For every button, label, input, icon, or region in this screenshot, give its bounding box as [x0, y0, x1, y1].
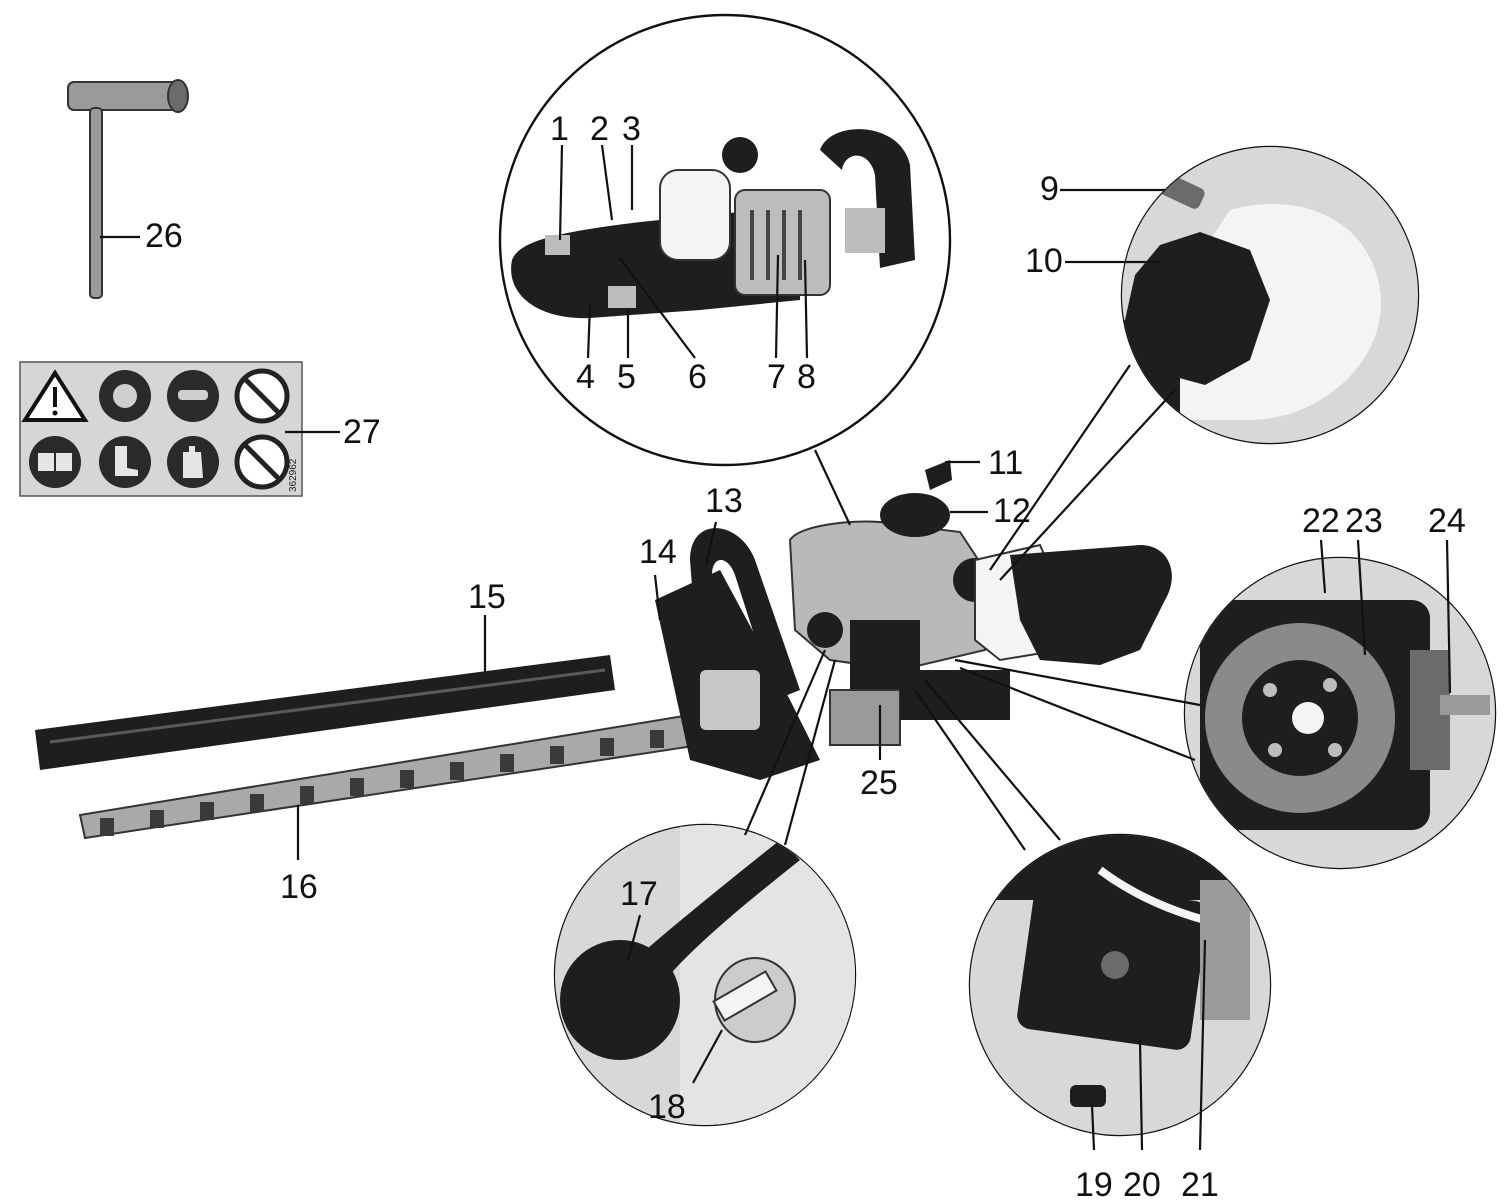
- callout-5: 5: [617, 358, 636, 396]
- callout-23: 23: [1345, 502, 1383, 540]
- callout-25: 25: [860, 764, 898, 802]
- callout-12: 12: [993, 492, 1031, 530]
- callout-1: 1: [550, 110, 569, 148]
- inset-rear-handle: [498, 13, 952, 467]
- callout-22: 22: [1302, 502, 1340, 540]
- callout-16: 16: [280, 868, 318, 906]
- callout-21: 21: [1181, 1166, 1219, 1203]
- callout-24: 24: [1428, 502, 1466, 540]
- callout-20: 20: [1123, 1166, 1161, 1203]
- callout-8: 8: [797, 358, 816, 396]
- callout-14: 14: [639, 533, 677, 571]
- no-rain-icon: [234, 434, 290, 490]
- inset-air-filter: [1183, 556, 1497, 870]
- inset-filter-cover: [968, 833, 1272, 1137]
- hearing-protection-icon: [99, 370, 151, 422]
- callout-15: 15: [468, 578, 506, 616]
- no-smoking-icon: [234, 368, 290, 424]
- callout-18: 18: [648, 1088, 686, 1126]
- callout-7: 7: [767, 358, 786, 396]
- leader-lines: [100, 144, 1452, 1151]
- callout-19: 19: [1075, 1166, 1113, 1203]
- callout-9: 9: [1040, 170, 1059, 208]
- blade-guard: [35, 655, 615, 770]
- callout-10: 10: [1025, 242, 1063, 280]
- callout-17: 17: [620, 875, 658, 913]
- callout-13: 13: [705, 482, 743, 520]
- safety-symbols-sticker: 362962: [19, 361, 303, 497]
- safety-gloves-icon: [167, 436, 219, 488]
- callout-3: 3: [622, 110, 641, 148]
- callout-6: 6: [688, 358, 707, 396]
- eye-protection-icon: [167, 370, 219, 422]
- front-handle: [690, 528, 800, 700]
- callout-2: 2: [590, 110, 609, 148]
- safety-boots-icon: [99, 436, 151, 488]
- rear-handle: [1010, 545, 1172, 665]
- callout-11: 11: [988, 444, 1023, 482]
- read-manual-icon: [29, 436, 81, 488]
- hedge-trimmer-main-unit: [35, 460, 1172, 840]
- warning-triangle-icon: [21, 369, 89, 422]
- callout-27: 27: [343, 413, 381, 451]
- callout-4: 4: [576, 358, 595, 396]
- callout-labels: 1 2 3 4 5 6 7 8 9 10 11 12 13 14 15 16 1…: [145, 110, 1466, 1203]
- combination-wrench: [67, 79, 189, 299]
- inset-spark-plug: [553, 823, 857, 1127]
- callout-26: 26: [145, 217, 183, 255]
- sticker-code: 362962: [288, 458, 299, 492]
